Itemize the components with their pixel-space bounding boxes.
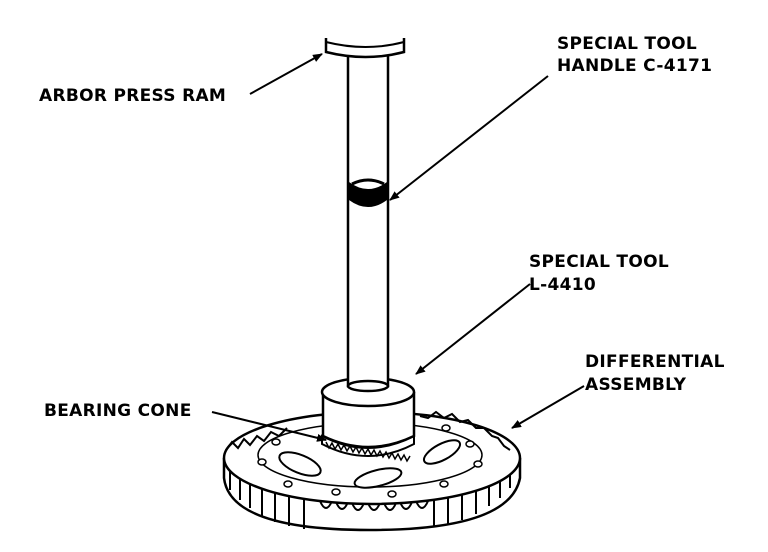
label-special-tool-l4410-line2: L-4410 (529, 275, 597, 295)
label-special-tool-handle-line1: SPECIAL TOOL (557, 34, 697, 54)
label-arbor-press-ram: ARBOR PRESS RAM (39, 86, 227, 106)
leader-lines (211, 53, 585, 442)
gear-teeth (229, 470, 511, 529)
label-special-tool-handle-line2: HANDLE C-4171 (557, 56, 713, 76)
arbor-press-ram (324, 38, 406, 59)
gear-window-left (278, 451, 322, 477)
differential-assembly (222, 410, 522, 532)
label-special-tool-l4410-line1: SPECIAL TOOL (529, 252, 669, 272)
label-differential-line1: DIFFERENTIAL (585, 352, 725, 372)
arrow-special-tool-handle (389, 75, 549, 201)
label-differential-line2: ASSEMBLY (585, 375, 687, 395)
arrow-differential-assembly (511, 385, 585, 429)
arrow-arbor-press-ram (249, 53, 323, 95)
gear-window-center (353, 467, 403, 489)
arrow-special-tool-l4410 (415, 283, 531, 375)
gear-window-right (422, 439, 462, 465)
label-bearing-cone: BEARING CONE (44, 401, 192, 421)
gear-top-teeth (225, 410, 511, 451)
special-tool-handle (346, 48, 390, 393)
arrow-bearing-cone (211, 411, 327, 442)
bolt-holes (257, 424, 483, 498)
